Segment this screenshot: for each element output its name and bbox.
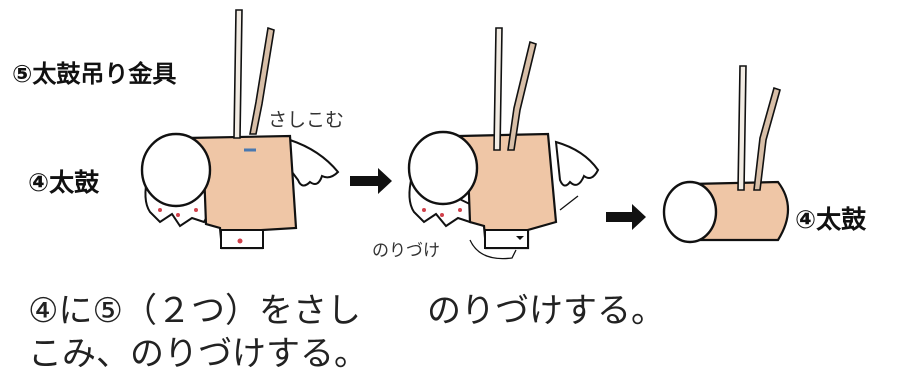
- step2-instruction: のりづけする。: [427, 291, 665, 331]
- figure-finished-drum: [662, 65, 789, 244]
- drum-face: [662, 180, 718, 244]
- glue-dot: [194, 208, 198, 212]
- glue-annotation: のりづけ: [372, 241, 440, 261]
- fitting-strap-right: [753, 86, 781, 191]
- step1-instruction-line2: こみ、のりづけする。: [28, 334, 368, 374]
- fitting-strap-left: [737, 65, 747, 191]
- figure-step1: [140, 9, 340, 250]
- insert-annotation: さしこむ: [268, 109, 345, 131]
- bottom-tab: [484, 229, 529, 249]
- bottom-tab: [220, 229, 264, 249]
- drum-face: [407, 130, 479, 206]
- glue-dot: [440, 213, 444, 217]
- glue-dot: [237, 238, 243, 244]
- leader-line: [469, 239, 517, 260]
- scalloped-flap-right: [554, 140, 600, 187]
- figure-step2: [407, 27, 600, 260]
- part5-label: ⑤太鼓吊り金具: [12, 60, 177, 88]
- arrow-right-2: [606, 204, 646, 230]
- fitting-strap-left: [233, 9, 243, 139]
- fitting-strap-right: [507, 40, 537, 151]
- glue-dot: [158, 208, 162, 212]
- leader-line: [559, 195, 579, 211]
- part4-label-right: ④太鼓: [795, 205, 867, 234]
- arrow-right-1: [350, 168, 392, 194]
- drum-face: [140, 132, 212, 208]
- part4-label-left: ④太鼓: [28, 168, 100, 197]
- fitting-strap-left: [493, 27, 503, 151]
- fitting-strap-right: [249, 26, 275, 135]
- glue-dot: [176, 213, 180, 217]
- glue-dot: [458, 208, 462, 212]
- glue-arrow: [516, 236, 524, 240]
- scalloped-flap-right: [288, 138, 340, 187]
- step1-instruction-line1: ④に⑤（２つ）をさし: [28, 291, 361, 331]
- glue-dot: [422, 208, 426, 212]
